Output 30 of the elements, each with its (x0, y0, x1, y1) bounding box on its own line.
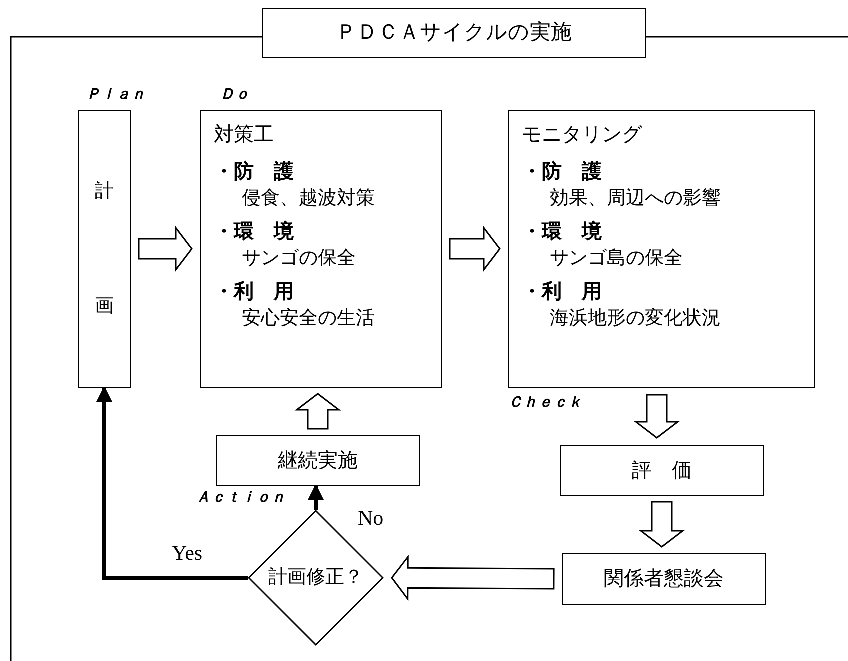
category-heading: ・防 護 (214, 158, 294, 185)
category-heading: ・防 護 (522, 158, 602, 185)
block-arrow (294, 393, 342, 430)
process-box (200, 110, 442, 388)
title-box: ＰＤＣＡサイクルの実施 (262, 8, 646, 58)
item-text: 海浜地形の変化状況 (550, 307, 721, 331)
item-text: 効果、周辺への影響 (550, 187, 721, 211)
category-heading: ・環 境 (214, 218, 294, 245)
block-arrow (634, 394, 680, 439)
decision-text: 計画修正？ (268, 566, 364, 590)
block-arrow (138, 226, 193, 272)
process-box: 評 価 (560, 445, 764, 496)
process-box: 継続実施 (216, 435, 420, 486)
block-arrow (449, 226, 501, 272)
item-text: 侵食、越波対策 (242, 187, 375, 211)
block-arrow (391, 554, 555, 602)
block-arrow (638, 501, 686, 548)
category-heading: ・利 用 (522, 278, 602, 305)
process-box: 計画 (78, 110, 131, 388)
item-text: サンゴ島の保全 (550, 247, 683, 271)
process-box: 関係者懇談会 (562, 553, 766, 605)
process-box (508, 110, 815, 388)
category-heading: ・利 用 (214, 278, 294, 305)
item-text: 安心安全の生活 (242, 307, 375, 331)
box-heading: 対策工 (214, 123, 274, 148)
arrow (308, 484, 324, 510)
arrow (96, 386, 248, 580)
box-heading: モニタリング (522, 123, 642, 148)
item-text: サンゴの保全 (242, 247, 356, 271)
category-heading: ・環 境 (522, 218, 602, 245)
